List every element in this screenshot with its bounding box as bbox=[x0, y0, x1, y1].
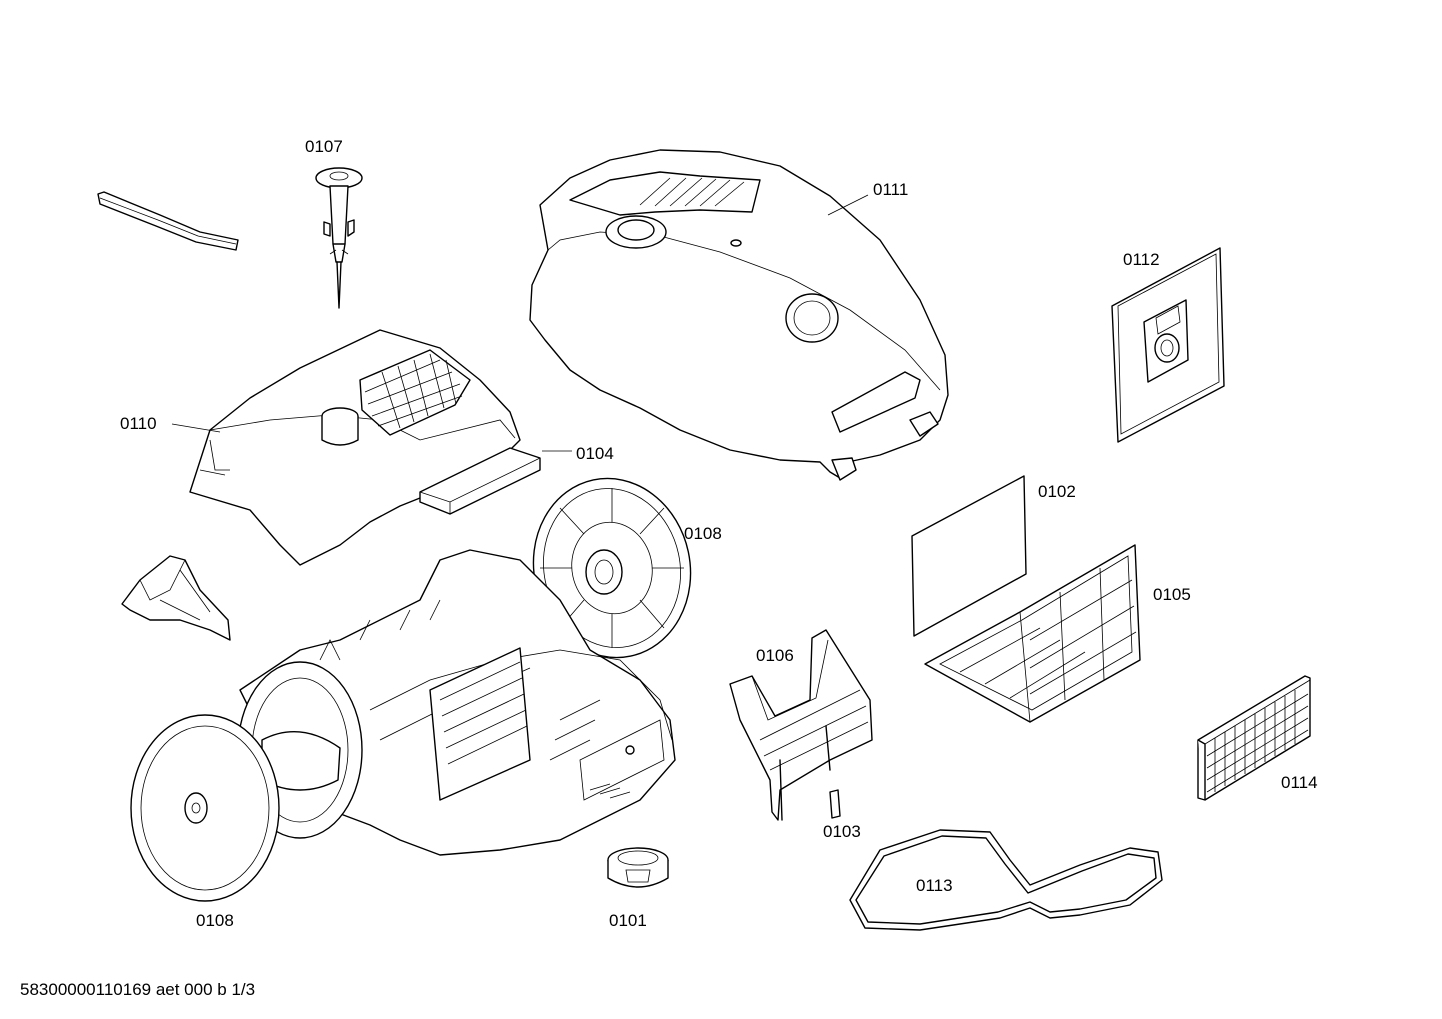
part-0108-wheel-rear bbox=[532, 477, 692, 659]
part-0106-bag-holder bbox=[729, 629, 873, 821]
part-0108-wheel-front bbox=[130, 661, 363, 902]
bracket-piece bbox=[121, 555, 231, 641]
label-0112: 0112 bbox=[1123, 250, 1160, 269]
part-0107-pin bbox=[315, 167, 363, 309]
part-0104-filter-pad bbox=[419, 447, 541, 515]
part-0113-seal-ring bbox=[849, 829, 1163, 931]
part-0114-exhaust-filter bbox=[1197, 675, 1311, 801]
label-0107: 0107 bbox=[305, 137, 343, 156]
label-0113: 0113 bbox=[916, 876, 953, 895]
label-0103: 0103 bbox=[823, 822, 861, 841]
leader-lines bbox=[171, 194, 869, 452]
label-0106: 0106 bbox=[756, 646, 794, 665]
label-0101: 0101 bbox=[609, 911, 647, 930]
seal-strip bbox=[97, 191, 239, 251]
label-0108-front: 0108 bbox=[196, 911, 234, 930]
label-0114: 0114 bbox=[1281, 773, 1318, 792]
part-0111-housing-cover bbox=[529, 149, 949, 481]
label-0108-rear: 0108 bbox=[684, 524, 722, 543]
label-0104: 0104 bbox=[576, 444, 614, 463]
part-0102-filter-sheet bbox=[911, 475, 1027, 637]
part-0103-clip bbox=[829, 789, 841, 819]
part-0110-motor-housing bbox=[189, 329, 521, 566]
label-0102: 0102 bbox=[1038, 482, 1076, 501]
label-0105: 0105 bbox=[1153, 585, 1191, 604]
leader-0111 bbox=[827, 194, 869, 216]
label-0110: 0110 bbox=[120, 414, 157, 433]
document-footer-code: 58300000110169 aet 000 b 1/3 bbox=[20, 980, 256, 999]
label-0111: 0111 bbox=[873, 180, 908, 199]
part-0105-filter-frame bbox=[924, 544, 1141, 723]
part-0112-dust-bag bbox=[1111, 247, 1225, 443]
leader-0110 bbox=[171, 423, 221, 433]
part-0101-cap bbox=[607, 847, 669, 888]
part-labels: 0107 0111 0112 0110 0104 0102 0108 0105 … bbox=[120, 137, 1318, 930]
